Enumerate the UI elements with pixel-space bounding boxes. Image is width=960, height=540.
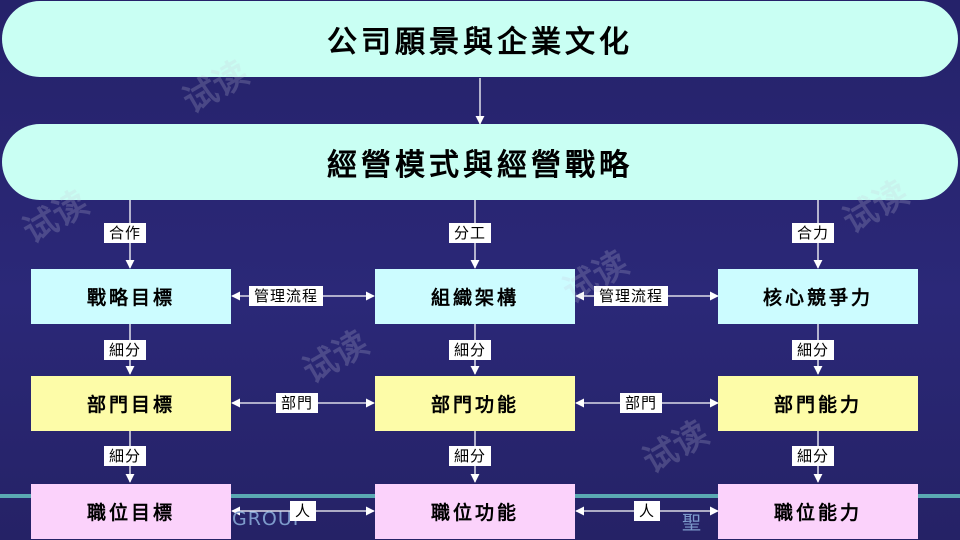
label-mgmt-process-right: 管理流程: [594, 286, 669, 306]
box-core-competence: 核心競爭力: [718, 269, 918, 324]
box-dept-functions: 部門功能: [375, 376, 575, 431]
label-people-right: 人: [634, 501, 661, 521]
box-dept-capabilities: 部門能力: [718, 376, 918, 431]
label-subdivide-2b: 細分: [449, 446, 492, 466]
box-org-structure: 組織架構: [375, 269, 575, 324]
label-department-right: 部門: [620, 393, 663, 413]
label-division: 分工: [449, 223, 492, 243]
footer-right-text: 聖: [682, 512, 703, 534]
box-strategic-goals: 戰略目標: [31, 269, 231, 324]
label-synergy: 合力: [792, 223, 835, 243]
vision-culture-banner: 公司願景與企業文化: [2, 1, 958, 77]
box-position-functions: 職位功能: [375, 484, 575, 539]
label-subdivide-3b: 細分: [792, 446, 835, 466]
box-position-capabilities: 職位能力: [718, 484, 918, 539]
label-department-left: 部門: [276, 393, 319, 413]
box-position-goals: 職位目標: [31, 484, 231, 539]
label-cooperation: 合作: [104, 223, 147, 243]
label-subdivide-1b: 細分: [104, 446, 147, 466]
box-dept-goals: 部門目標: [31, 376, 231, 431]
label-subdivide-3a: 細分: [792, 340, 835, 360]
label-people-left: 人: [290, 501, 317, 521]
label-subdivide-2a: 細分: [449, 340, 492, 360]
footer-left-text: GROUP: [232, 508, 306, 530]
strategy-banner: 經營模式與經營戰略: [2, 124, 958, 200]
label-mgmt-process-left: 管理流程: [249, 286, 324, 306]
label-subdivide-1a: 細分: [104, 340, 147, 360]
